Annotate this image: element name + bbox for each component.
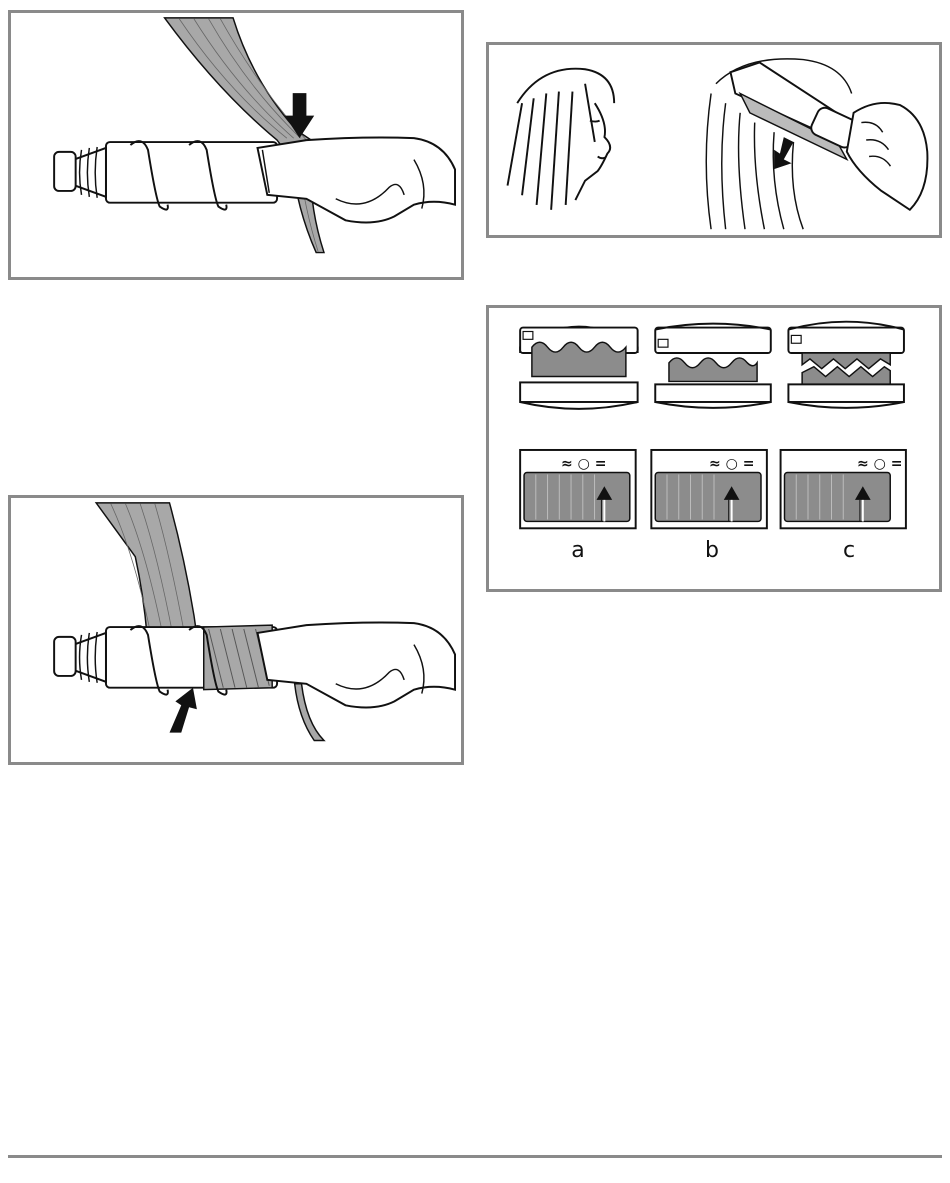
figure-2-crimper-in-use [486, 42, 942, 238]
mode-symbols-a: ≈ ○ = [561, 456, 606, 472]
spiral-curler-insert-hair-illustration [11, 13, 461, 277]
option-label-b: b [692, 538, 732, 563]
option-label-a: a [558, 538, 598, 563]
figure-4-curler-wound [8, 495, 464, 765]
figure-3-crimp-settings: ≈ ○ = ≈ ○ = ≈ ○ = a b c [486, 305, 942, 592]
spiral-curler-wound-hair-illustration [11, 498, 461, 762]
crimper-in-use-illustration [489, 45, 939, 235]
plate-unit-b [655, 324, 771, 408]
plate-unit-c [788, 322, 904, 408]
option-label-c: c [829, 538, 869, 563]
mode-symbols-b: ≈ ○ = [709, 456, 754, 472]
mode-symbols-c: ≈ ○ = [857, 456, 902, 472]
footer-rule [8, 1155, 942, 1158]
figure-1-curler-insert [8, 10, 464, 280]
plate-unit-a [520, 327, 637, 409]
